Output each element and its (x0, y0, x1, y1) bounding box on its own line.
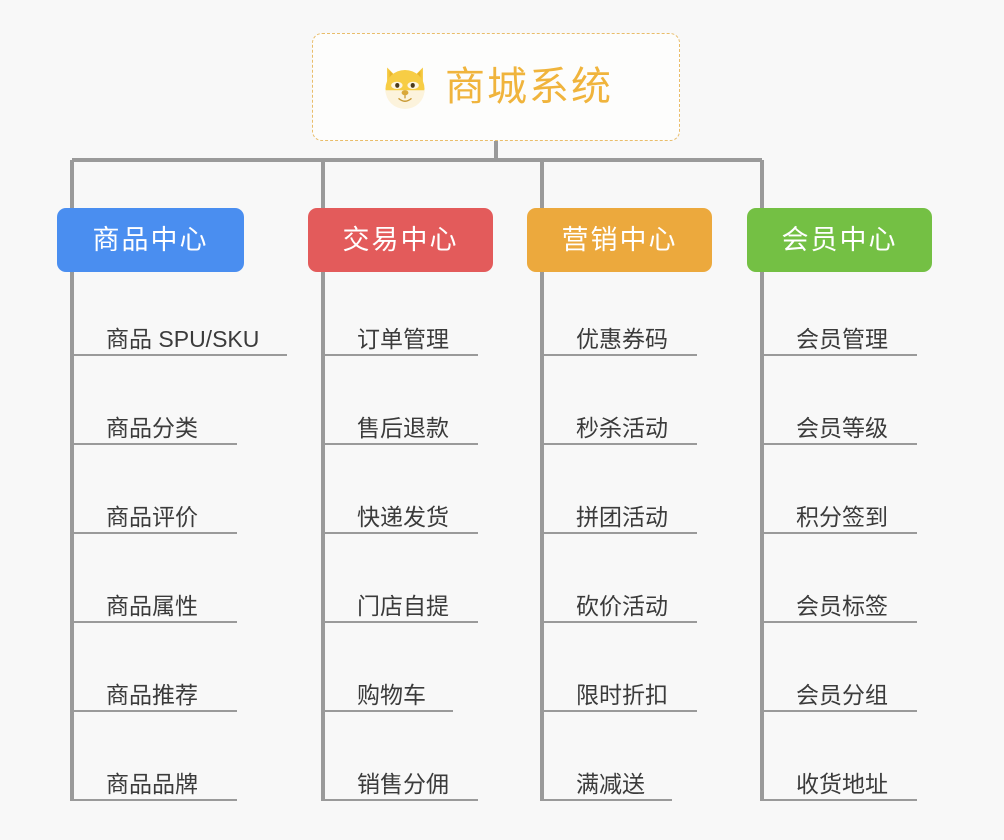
category-label: 交易中心 (342, 224, 459, 255)
leaf-item-label: 积分签到 (796, 503, 888, 530)
leaf-item-label: 订单管理 (357, 325, 449, 352)
leaf-item-label: 商品属性 (106, 592, 198, 619)
leaf-item-label: 商品推荐 (106, 681, 198, 708)
leaf-item-label: 商品品牌 (106, 770, 198, 797)
leaf-item-label: 售后退款 (357, 414, 449, 441)
leaf-item-label: 秒杀活动 (576, 414, 668, 441)
leaf-item[interactable]: 秒杀活动 (542, 401, 697, 445)
root-title: 商城系统 (445, 65, 613, 109)
leaf-item[interactable]: 订单管理 (323, 312, 478, 356)
root-node[interactable]: 商城系统 (312, 33, 680, 141)
leaf-item[interactable]: 拼团活动 (542, 490, 697, 534)
leaf-item[interactable]: 会员标签 (762, 579, 917, 623)
leaf-item-label: 门店自提 (357, 592, 449, 619)
leaf-item[interactable]: 门店自提 (323, 579, 478, 623)
category-box-1[interactable]: 商品中心 (57, 208, 244, 272)
leaf-item[interactable]: 砍价活动 (542, 579, 697, 623)
category-label: 商品中心 (92, 224, 209, 255)
category-box-2[interactable]: 交易中心 (308, 208, 493, 272)
category-label: 会员中心 (781, 224, 898, 255)
leaf-item[interactable]: 限时折扣 (542, 668, 697, 712)
leaf-item-label: 收货地址 (796, 770, 888, 797)
leaf-item-label: 会员标签 (796, 592, 888, 619)
leaf-item[interactable]: 商品分类 (72, 401, 237, 445)
leaf-item[interactable]: 收货地址 (762, 757, 917, 801)
category-box-4[interactable]: 会员中心 (747, 208, 932, 272)
category-label: 营销中心 (561, 224, 678, 255)
leaf-item-label: 拼团活动 (576, 503, 668, 530)
leaf-item[interactable]: 商品 SPU/SKU (72, 312, 287, 356)
leaf-item[interactable]: 商品属性 (72, 579, 237, 623)
leaf-item-label: 会员等级 (796, 414, 888, 441)
leaf-item-label: 满减送 (576, 770, 645, 797)
leaf-item[interactable]: 会员等级 (762, 401, 917, 445)
shiba-dog-face-icon (385, 67, 425, 109)
leaf-item-label: 砍价活动 (576, 592, 668, 619)
leaf-item-label: 购物车 (357, 681, 426, 708)
leaf-item[interactable]: 积分签到 (762, 490, 917, 534)
leaf-item[interactable]: 商品评价 (72, 490, 237, 534)
category-box-3[interactable]: 营销中心 (527, 208, 712, 272)
leaf-item[interactable]: 销售分佣 (323, 757, 478, 801)
leaf-item[interactable]: 会员分组 (762, 668, 917, 712)
leaf-item-label: 商品 SPU/SKU (106, 325, 260, 352)
leaf-item[interactable]: 优惠券码 (542, 312, 697, 356)
leaf-item-label: 限时折扣 (576, 681, 668, 708)
leaf-item-label: 商品分类 (106, 414, 198, 441)
leaf-item-label: 快递发货 (357, 503, 449, 530)
leaf-item[interactable]: 满减送 (542, 757, 672, 801)
leaf-item-label: 优惠券码 (576, 325, 668, 352)
leaf-item[interactable]: 快递发货 (323, 490, 478, 534)
leaf-item-label: 会员分组 (796, 681, 888, 708)
leaf-item[interactable]: 商品品牌 (72, 757, 237, 801)
leaf-item[interactable]: 会员管理 (762, 312, 917, 356)
leaf-item-label: 会员管理 (796, 325, 888, 352)
leaf-item[interactable]: 商品推荐 (72, 668, 237, 712)
leaf-item[interactable]: 购物车 (323, 668, 453, 712)
leaf-item[interactable]: 售后退款 (323, 401, 478, 445)
leaf-item-label: 销售分佣 (357, 770, 449, 797)
leaf-item-label: 商品评价 (106, 503, 198, 530)
